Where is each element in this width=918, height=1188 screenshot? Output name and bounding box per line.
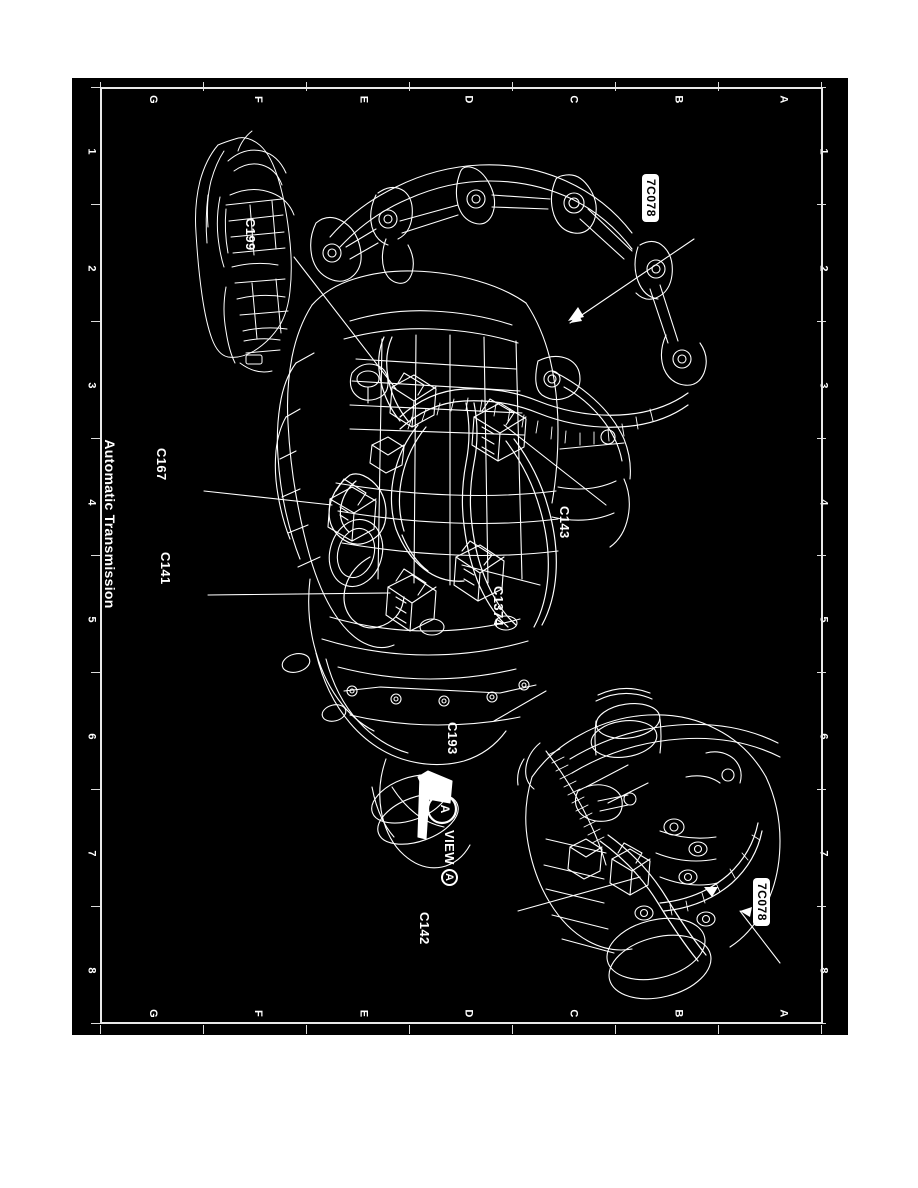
callout-c142: C142 (417, 912, 432, 945)
zone-tick (718, 1025, 719, 1034)
view-caption-text: VIEW (442, 830, 457, 865)
zone-tick (409, 1025, 410, 1034)
callout-leaders (203, 238, 695, 722)
zone-tick (91, 204, 100, 205)
zone-label-left-8: 8 (85, 967, 98, 974)
view-direction-arrow (417, 770, 458, 840)
zone-tick (91, 438, 100, 439)
zone-tick (100, 82, 101, 91)
zone-tick (821, 1025, 822, 1034)
view-a-caption: VIEW A (441, 830, 458, 886)
zone-tick (203, 82, 204, 91)
callout-c193: C193 (445, 722, 460, 755)
zone-tick (91, 555, 100, 556)
upper-cross-brace (310, 164, 707, 386)
zone-tick (512, 1025, 513, 1034)
diagram-plate: Automatic Transmission G F E D C B A G F… (72, 78, 848, 1035)
drawing-frame (100, 87, 823, 1024)
callout-c199: C199 (243, 218, 258, 251)
zone-tick (91, 789, 100, 790)
part-tag-7c078-bottom: 7C078 (753, 878, 770, 926)
connector-bodies (327, 363, 527, 632)
zone-tick (306, 82, 307, 91)
zone-label-left-6: 6 (85, 733, 98, 740)
wiring-harness-loom (328, 336, 689, 629)
view-caption-letter-badge: A (441, 868, 458, 886)
zone-label-left-1: 1 (85, 148, 98, 155)
zone-label-left-7: 7 (85, 850, 98, 857)
vehicle-key-view (195, 130, 295, 373)
zone-tick (91, 321, 100, 322)
zone-label-left-2: 2 (85, 265, 98, 272)
zone-tick (615, 82, 616, 91)
part-tag-7c078-top: 7C078 (642, 174, 659, 222)
zone-tick (512, 82, 513, 91)
zone-tick (409, 82, 410, 91)
view-arrow-letter: A (438, 804, 452, 814)
technical-illustration (100, 87, 823, 1024)
zone-tick (91, 87, 100, 88)
zone-tick (91, 1023, 100, 1024)
zone-tick (306, 1025, 307, 1034)
callout-c141: C141 (158, 552, 173, 585)
callout-c1374: C1374 (491, 586, 506, 627)
zone-tick (615, 1025, 616, 1034)
zone-tick (821, 82, 822, 91)
transmission-main-body (274, 270, 631, 869)
callout-c167: C167 (154, 448, 169, 481)
zone-label-left-4: 4 (85, 499, 98, 506)
zone-tick (718, 82, 719, 91)
zone-tick (100, 1025, 101, 1034)
zone-tick (91, 672, 100, 673)
zone-label-left-5: 5 (85, 616, 98, 623)
zone-label-left-3: 3 (85, 382, 98, 389)
callout-c143: C143 (557, 506, 572, 539)
detail-view-a (517, 687, 781, 1000)
zone-tick (203, 1025, 204, 1034)
zone-tick (91, 906, 100, 907)
